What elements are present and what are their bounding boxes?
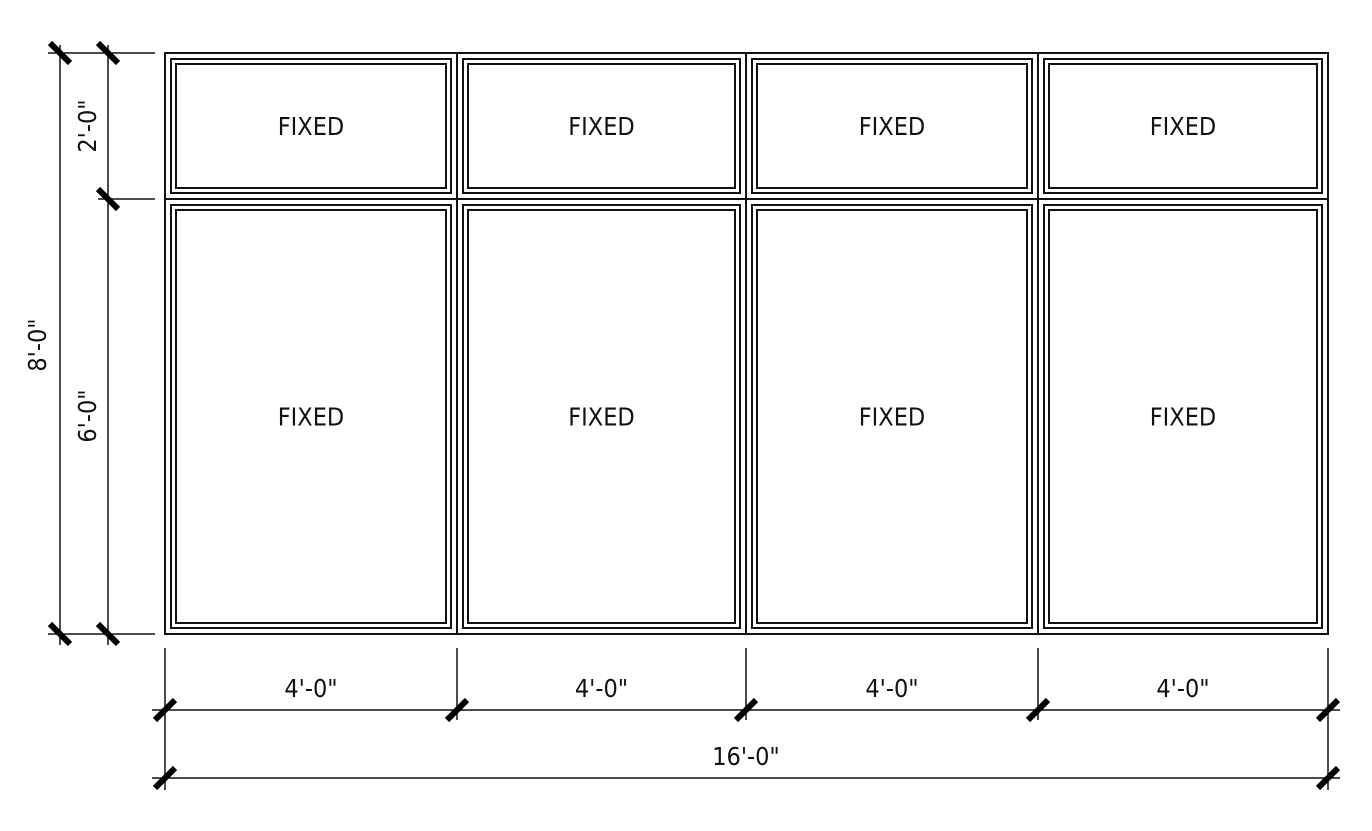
- pane-label: FIXED: [1150, 112, 1217, 141]
- pane-glass-line: [756, 209, 1028, 624]
- pane-glass-line: [170, 204, 452, 629]
- panel-width-label: 4'-0": [575, 674, 628, 703]
- pane-glass-line: [751, 204, 1033, 629]
- pane-glass-line: [175, 63, 447, 189]
- pane-bottom-1: FIXED: [170, 204, 452, 629]
- pane-glass-line: [462, 58, 741, 194]
- pane-glass-line: [462, 204, 741, 629]
- window-frame: [164, 52, 1329, 635]
- dimension-tick: [444, 697, 470, 723]
- pane-bottom-3: FIXED: [751, 204, 1033, 629]
- pane-label: FIXED: [568, 403, 635, 432]
- pane-glass-line: [1043, 58, 1323, 194]
- pane-bottom-2: FIXED: [462, 204, 741, 629]
- pane-glass-line: [170, 58, 452, 194]
- pane-glass-line: [467, 63, 736, 189]
- pane-glass-line: [175, 209, 447, 624]
- dimension-tick: [95, 186, 121, 212]
- dimension-tick: [152, 697, 178, 723]
- pane-glass-line: [751, 58, 1033, 194]
- lower-height-label: 6'-0": [73, 389, 102, 442]
- dimension-tick: [47, 40, 73, 66]
- vertical-dimensions: 8'-0" 2'-0" 6'-0": [23, 40, 155, 647]
- dimension-tick: [47, 621, 73, 647]
- horizontal-dimensions: 16'-0" 4'-0" 4'-0" 4'-0" 4'-0": [152, 648, 1341, 791]
- dimension-tick: [152, 765, 178, 791]
- pane-glass-line: [1048, 63, 1318, 189]
- pane-label: FIXED: [568, 112, 635, 141]
- pane-top-3: FIXED: [751, 58, 1033, 194]
- panel-width-label: 4'-0": [1156, 674, 1209, 703]
- pane-label: FIXED: [1150, 403, 1217, 432]
- pane-label: FIXED: [278, 112, 345, 141]
- pane-top-4: FIXED: [1043, 58, 1323, 194]
- dimension-tick: [95, 621, 121, 647]
- transom-height-label: 2'-0": [73, 99, 102, 152]
- panel-width-label: 4'-0": [865, 674, 918, 703]
- dimension-tick: [1315, 765, 1341, 791]
- pane-glass-line: [756, 63, 1028, 189]
- dimension-tick: [1315, 697, 1341, 723]
- pane-label: FIXED: [859, 112, 926, 141]
- dimension-tick: [733, 697, 759, 723]
- panes: FIXED FIXED FIXED FIXED FIXED FIXED FIXED FIXED: [170, 58, 1323, 629]
- pane-bottom-4: FIXED: [1043, 204, 1323, 629]
- pane-top-1: FIXED: [170, 58, 452, 194]
- pane-glass-line: [467, 209, 736, 624]
- overall-width-label: 16'-0": [712, 742, 780, 771]
- dimension-tick: [1025, 697, 1051, 723]
- pane-top-2: FIXED: [462, 58, 741, 194]
- overall-height-label: 8'-0": [23, 318, 52, 371]
- dimension-tick: [95, 40, 121, 66]
- pane-label: FIXED: [859, 403, 926, 432]
- panel-width-label: 4'-0": [284, 674, 337, 703]
- pane-glass-line: [1048, 209, 1318, 624]
- pane-glass-line: [1043, 204, 1323, 629]
- pane-label: FIXED: [278, 403, 345, 432]
